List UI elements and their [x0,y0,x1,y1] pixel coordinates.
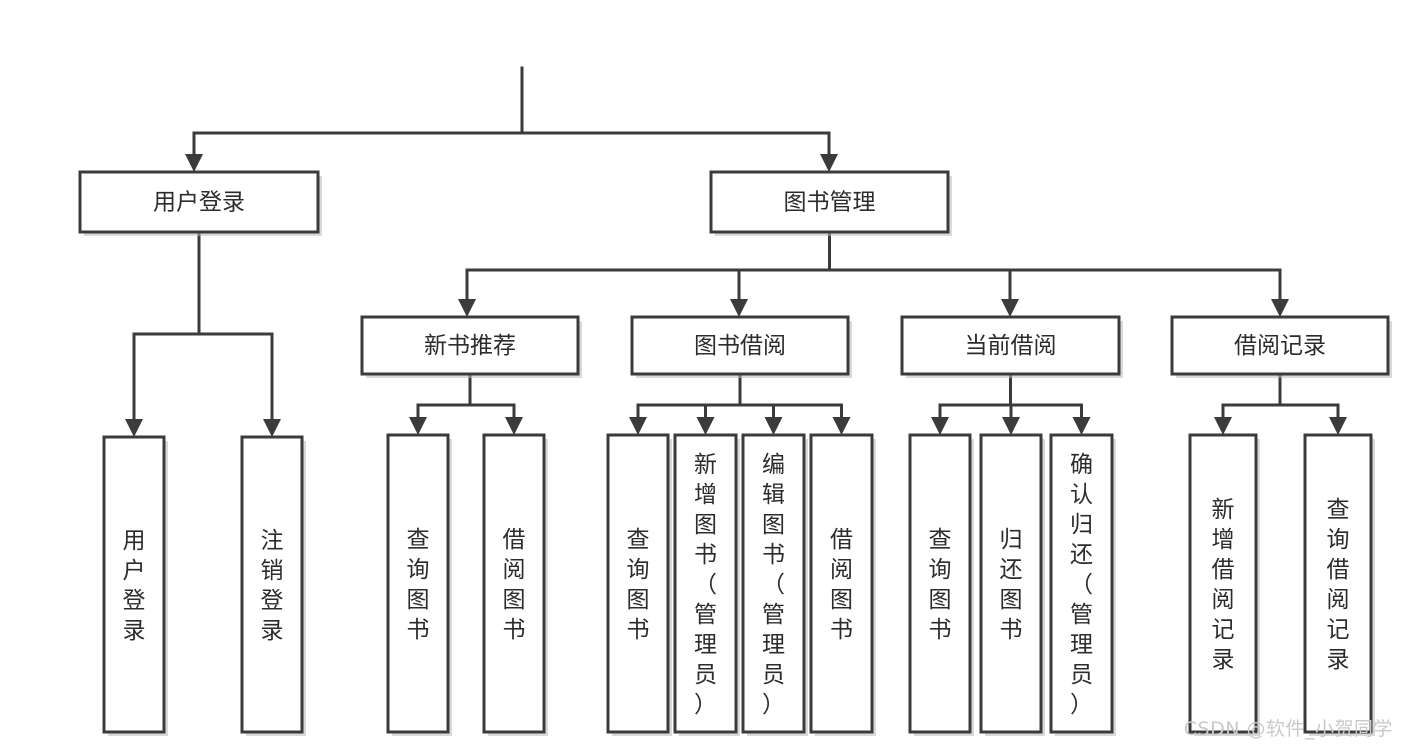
node-box [78,170,320,234]
node-borrow-record[interactable]: 借阅记录 [1170,315,1392,378]
node-box [630,315,850,376]
node-box [1188,433,1258,734]
arrow-head-icon [1214,417,1232,435]
node-user-login-do[interactable]: 用户登录 [102,435,168,736]
node-label: 查询图书 [929,527,952,643]
node-add-borrow-record[interactable]: 新增借阅记录 [1188,433,1260,736]
node-add-book[interactable]: 新增图书（管理员） [673,433,740,736]
node-query-book-3[interactable]: 查询图书 [908,433,974,736]
node-label: 用户登录 [123,528,146,644]
node-borrow-book-2[interactable]: 借阅图书 [809,433,876,736]
node-label: 查询图书 [407,527,430,643]
node-box [482,433,546,734]
node-box [1049,433,1114,734]
node-new-book-recommend[interactable]: 新书推荐 [360,315,582,378]
node-label: 借阅图书 [503,527,526,643]
node-box [360,315,580,376]
arrow-head-icon [409,417,427,435]
node-label: 注销登录 [261,528,284,644]
arrow-head-icon [185,154,203,172]
node-layer: 用户登录图书管理用户登录注销登录新书推荐查询图书借阅图书图书借阅查询图书新增图书… [78,170,1392,736]
node-box [809,433,874,734]
node-box [673,433,738,734]
node-label: 图书借阅 [694,333,786,359]
arrow-head-icon [1329,417,1347,435]
node-box [1303,433,1373,734]
node-box [240,435,304,734]
arrow-head-icon [1002,417,1020,435]
node-box [908,433,972,734]
node-book-borrow[interactable]: 图书借阅 [630,315,852,378]
node-return-book[interactable]: 归还图书 [979,433,1045,736]
node-label: 新增图书（管理员） [694,452,717,718]
node-label: 新书推荐 [424,333,516,359]
node-box [900,315,1121,376]
node-current-borrow[interactable]: 当前借阅 [900,315,1123,378]
node-confirm-return[interactable]: 确认归还（管理员） [1049,433,1116,736]
arrow-head-icon [696,417,715,435]
arrow-head-icon [832,417,851,435]
node-borrow-book-1[interactable]: 借阅图书 [482,433,548,736]
arrow-head-icon [730,299,748,317]
connector-layer [125,66,1347,437]
node-query-book-1[interactable]: 查询图书 [386,433,452,736]
arrow-head-icon [629,417,647,435]
node-box [741,433,806,734]
node-query-book-2[interactable]: 查询图书 [606,433,672,736]
node-box [102,435,166,734]
node-label: 查询借阅记录 [1327,497,1350,673]
arrow-head-icon [764,417,783,435]
node-label: 新增借阅记录 [1212,497,1235,673]
node-label: 编辑图书（管理员） [762,452,785,718]
node-label: 确认归还（管理员） [1070,452,1093,718]
node-label: 当前借阅 [965,333,1057,359]
arrow-head-icon [1072,417,1091,435]
arrow-head-icon [458,299,476,317]
arrow-head-icon [263,419,281,437]
arrow-head-icon [125,419,143,437]
node-query-borrow-record[interactable]: 查询借阅记录 [1303,433,1375,736]
arrow-head-icon [820,154,838,172]
node-book-manage[interactable]: 图书管理 [709,170,952,236]
arrow-head-icon [931,417,949,435]
node-label: 图书管理 [784,190,876,216]
node-label: 归还图书 [1000,527,1023,643]
node-label: 借阅记录 [1234,333,1326,359]
node-box [1170,315,1390,376]
arrow-head-icon [1271,299,1289,317]
node-user-logout[interactable]: 注销登录 [240,435,306,736]
node-user-login[interactable]: 用户登录 [78,170,322,236]
node-box [709,170,950,234]
arrow-head-icon [505,417,523,435]
node-label: 用户登录 [153,190,245,216]
node-box [979,433,1043,734]
node-box [386,433,450,734]
node-box [606,433,670,734]
node-edit-book[interactable]: 编辑图书（管理员） [741,433,808,736]
node-label: 借阅图书 [830,527,853,643]
node-label: 查询图书 [627,527,650,643]
arrow-head-icon [1001,299,1019,317]
